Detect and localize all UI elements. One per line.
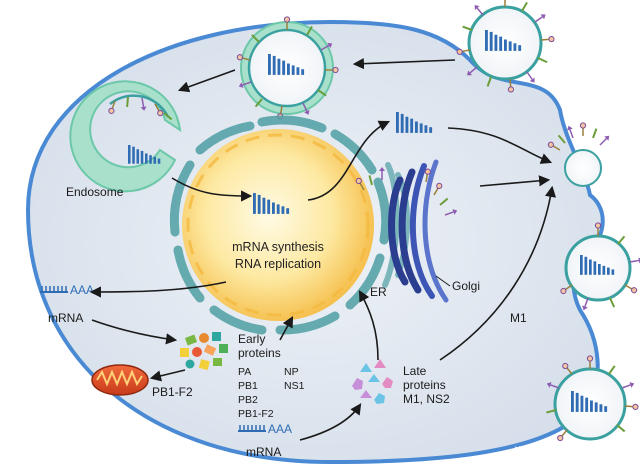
- early-protein-np: NP: [284, 366, 299, 378]
- er-label: ER: [370, 285, 387, 299]
- early-label-1: Early: [238, 332, 265, 346]
- arrow-mrna-to-early: [91, 319, 178, 345]
- arrow-endosome-to-nucleus: [171, 177, 253, 202]
- early-protein-ns1: NS1: [284, 380, 305, 392]
- early-protein-pb1f2: PB1-F2: [238, 408, 274, 420]
- endosome-label: Endosome: [66, 185, 124, 199]
- watermark: 头条 @小宇堂: [512, 445, 600, 461]
- early-protein-pb2: PB2: [238, 394, 258, 406]
- golgi-label: Golgi: [452, 279, 480, 293]
- released-virion-top: [455, 0, 556, 94]
- released-virion-right: [559, 222, 640, 312]
- arrow-early-to-mito: [149, 369, 186, 382]
- nucleus: [182, 129, 374, 321]
- nuclear-envelope: [169, 115, 391, 335]
- late-protein-cluster: [352, 359, 393, 404]
- late-label-3: M1, NS2: [403, 392, 450, 406]
- budding-virion: [564, 149, 602, 187]
- nucleus-label-2: RNA replication: [235, 257, 321, 271]
- pathway-arrows: [89, 58, 557, 441]
- golgi: [388, 159, 449, 303]
- arrow-late-to-membrane: [439, 185, 557, 361]
- mrna-bottom-label: mRNA: [246, 445, 281, 459]
- released-virion-bottom: [545, 355, 640, 443]
- m1-label: M1: [510, 311, 527, 325]
- nucleus-label-1: mRNA synthesis: [232, 240, 324, 254]
- early-protein-list: PA PB1 PB2 PB1-F2 NP NS1: [238, 366, 305, 420]
- pb1f2-label: PB1-F2: [152, 385, 193, 399]
- arrow-nucleus-to-mrna: [89, 281, 227, 298]
- entering-virion: [235, 16, 339, 121]
- arrow-entry-to-endosome: [177, 69, 236, 93]
- endosome: [69, 80, 182, 193]
- early-protein-pa: PA: [238, 366, 251, 378]
- mrna-bottom: [238, 425, 266, 432]
- aaa-bottom-label: AAA: [268, 422, 292, 436]
- early-protein-pb1: PB1: [238, 380, 258, 392]
- arrow-nucleus-to-cytoplasm: [307, 120, 391, 201]
- early-label-2: proteins: [238, 346, 281, 360]
- early-protein-cluster: [180, 332, 228, 371]
- arrow-rna-to-budding: [447, 127, 553, 164]
- late-label-2: proteins: [403, 378, 446, 392]
- arrow-late-to-nucleus: [358, 290, 379, 361]
- arrow-golgi-to-budding: [479, 175, 551, 187]
- mitochondrion: [91, 364, 149, 396]
- mrna-left: [40, 286, 68, 293]
- mrna-left-label: mRNA: [48, 311, 83, 325]
- arrow-virion-to-entry: [352, 58, 456, 70]
- arrow-mrna-to-late: [299, 403, 362, 441]
- aaa-left-label: AAA: [70, 283, 94, 297]
- late-label-1: Late: [403, 364, 427, 378]
- arrow-early-to-nucleus: [279, 316, 294, 341]
- golgi-pointer: [435, 275, 451, 287]
